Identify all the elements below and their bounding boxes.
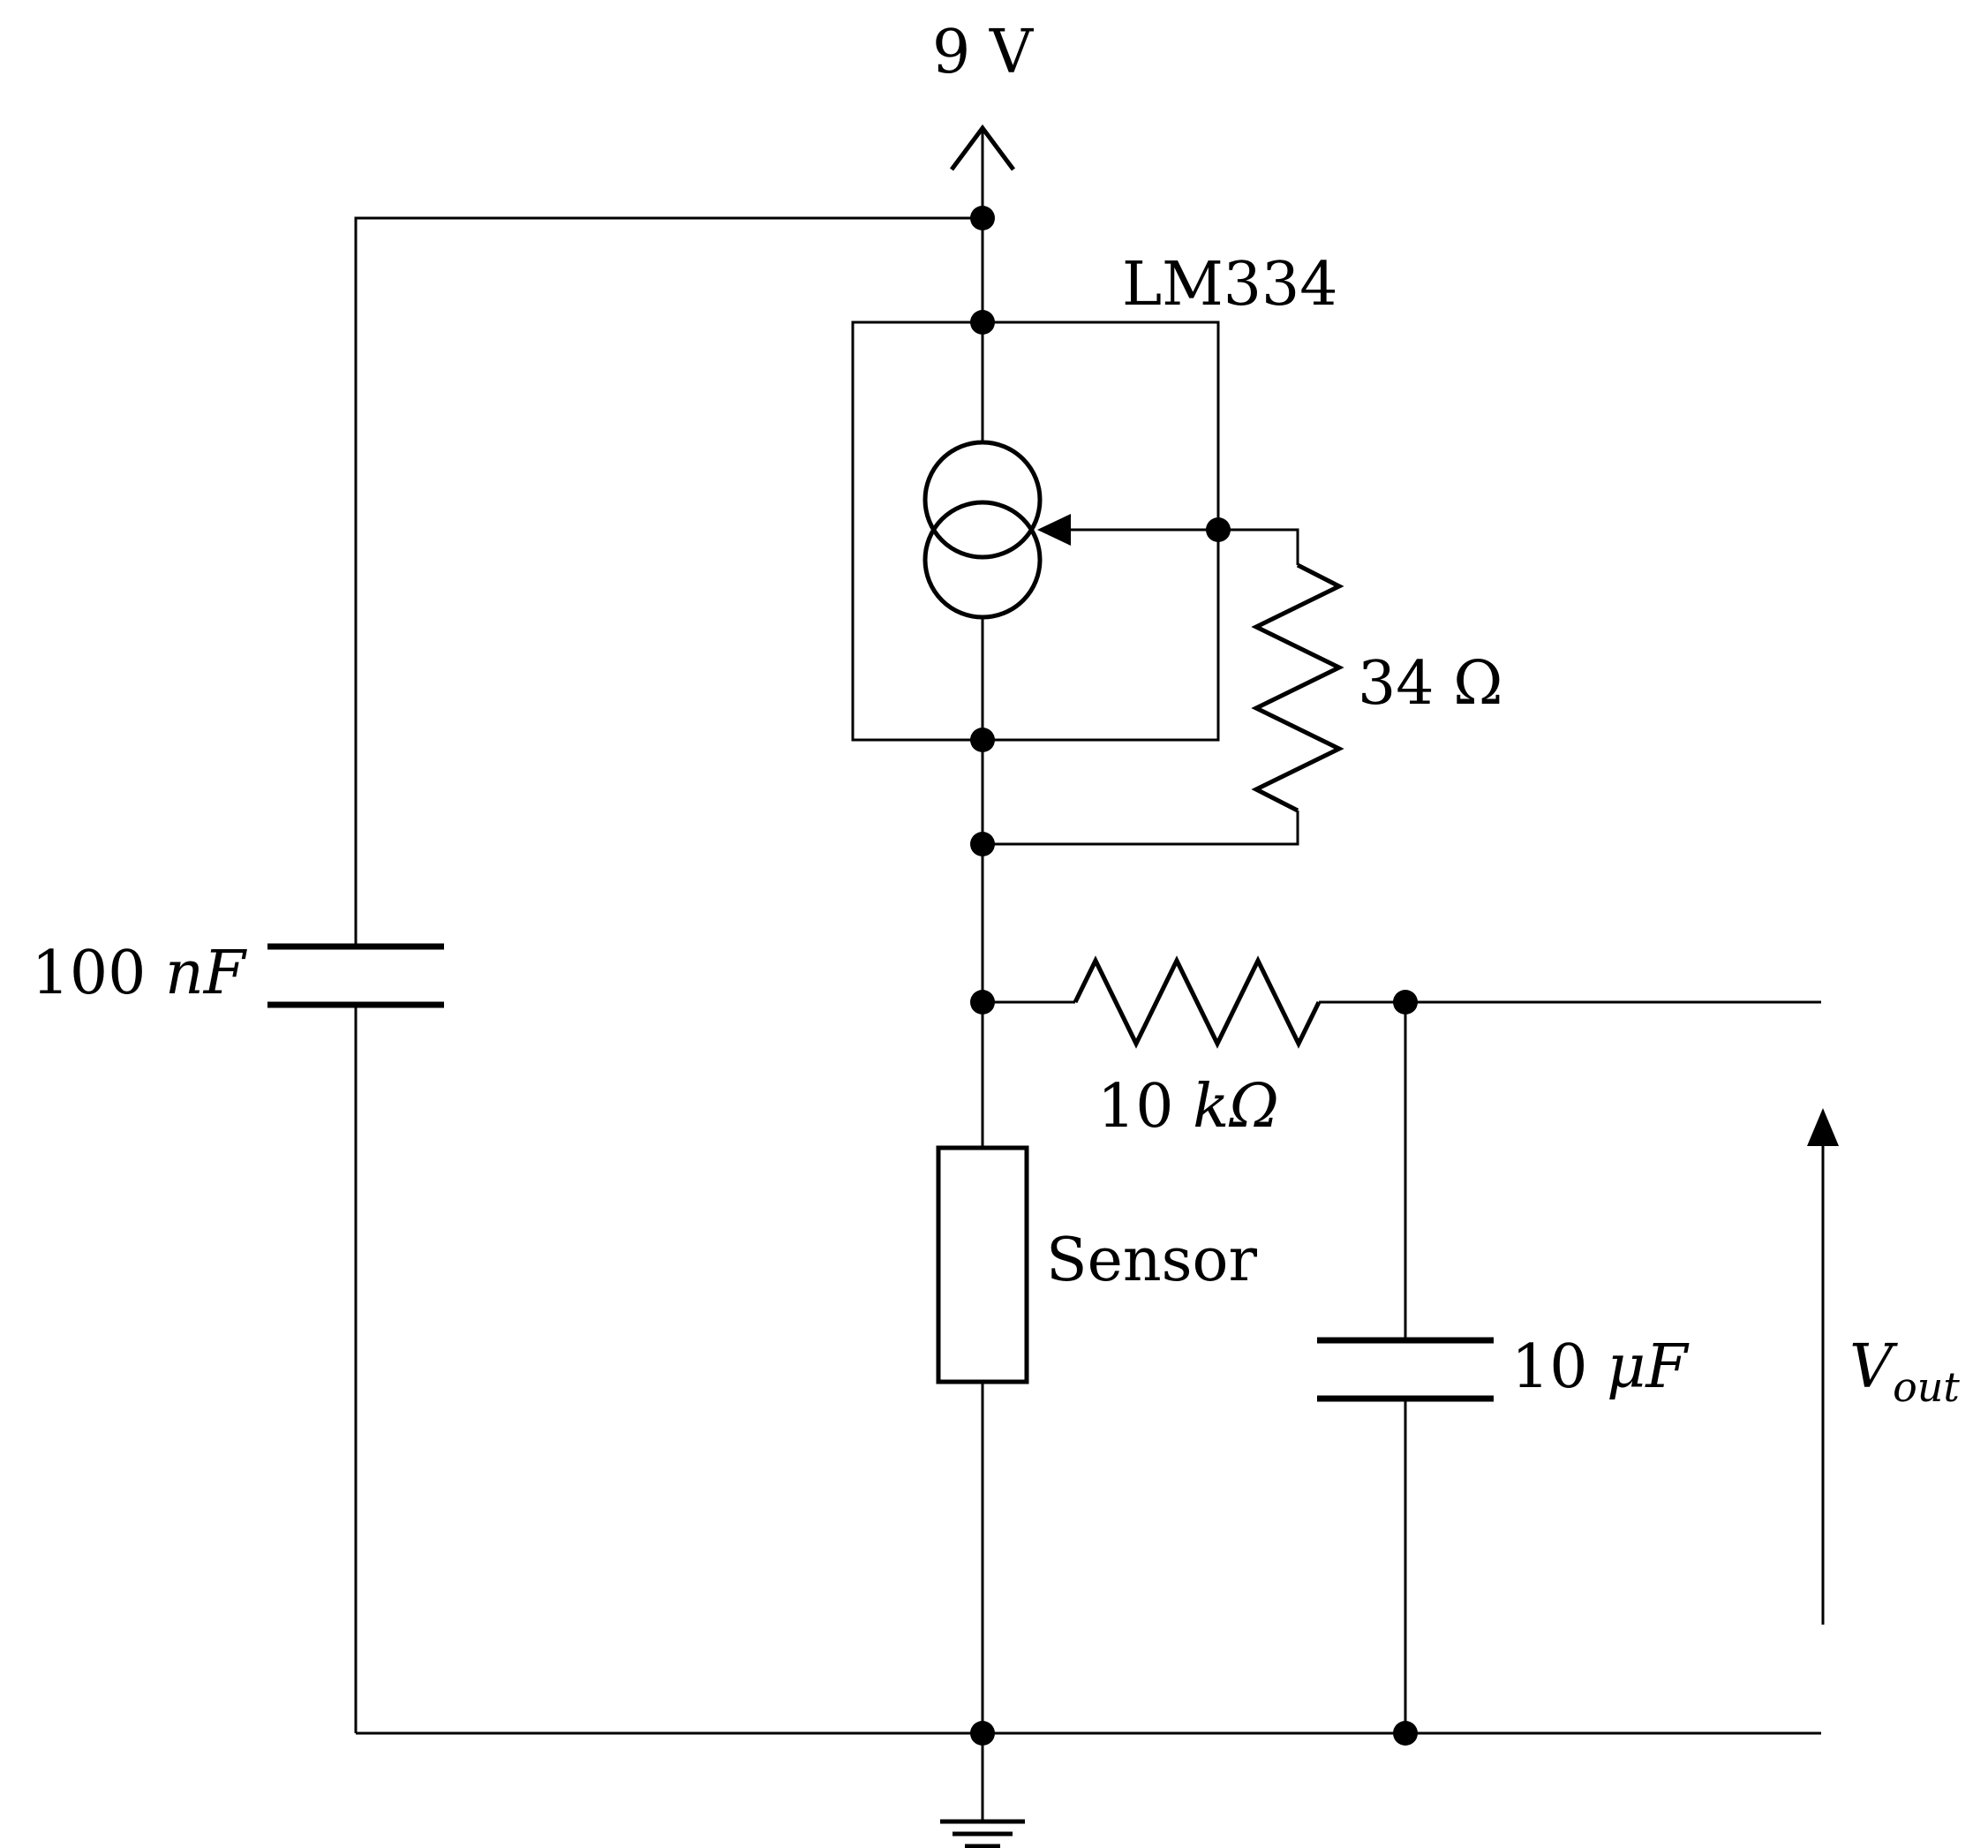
supply-terminal	[949, 124, 1016, 218]
output-voltage-arrow	[1807, 1108, 1839, 1625]
supply-label: 9 V	[932, 18, 1035, 87]
junction-dots	[970, 206, 1418, 1746]
junction-dot	[1206, 517, 1231, 542]
junction-dot	[970, 310, 995, 335]
junction-dot	[970, 990, 995, 1015]
sensor-label: Sensor	[1046, 1226, 1257, 1295]
lm334-label: LM334	[1122, 250, 1338, 320]
sensor	[936, 1145, 1029, 1384]
ground-symbol	[940, 1819, 1025, 1848]
input-capacitor	[267, 943, 444, 1733]
junction-dot	[970, 728, 995, 752]
filter-resistor-label: 10 kΩ	[1097, 1072, 1279, 1142]
filter-capacitor	[1317, 1002, 1494, 1733]
set-resistor-label: 34 Ω	[1358, 649, 1503, 719]
junction-dot	[970, 1721, 995, 1746]
junction-dot	[1393, 990, 1418, 1015]
junction-dot	[1393, 1721, 1418, 1746]
input-capacitor-label: 100 nF	[32, 939, 248, 1008]
adjust-arrow	[1037, 514, 1218, 546]
top-left-wire	[354, 216, 983, 947]
set-resistor	[983, 528, 1344, 846]
filter-capacitor-label: 10 μF	[1511, 1332, 1690, 1402]
junction-dot	[970, 206, 995, 230]
output-voltage-label: Vout	[1849, 1332, 1960, 1411]
current-source-symbol	[922, 440, 1043, 620]
junction-dot	[970, 832, 995, 856]
